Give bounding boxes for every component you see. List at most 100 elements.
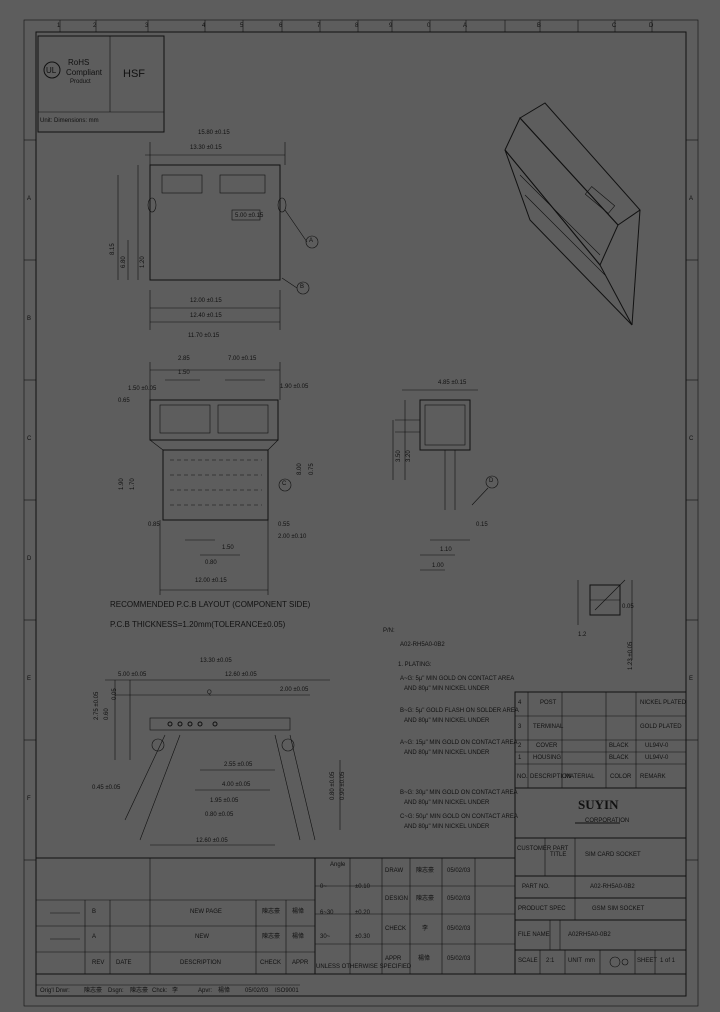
bom-color: BLACK [609, 743, 629, 749]
rev-name: 陳志豪 [262, 909, 281, 915]
notes-pn-label: P/N: [383, 628, 395, 634]
dim-label: 0.45 ±0.05 [92, 785, 121, 791]
footer-dsgn-label: Dsgn: [108, 988, 124, 994]
dim-label: 1.90 ±0.05 [280, 384, 309, 390]
balloon-label: C [282, 481, 287, 487]
rohs-line1: RoHS [68, 58, 90, 67]
partno-label: PART NO. [522, 884, 550, 890]
rohs-line2: Compliant [66, 68, 103, 77]
dim-label: 4.00 ±0.05 [222, 782, 251, 788]
dim-label: 0.05 [622, 604, 634, 610]
plating-line: B~G: 5μ" GOLD FLASH ON SOLDER AREA [400, 708, 519, 714]
dim-label: 13.30 ±0.05 [200, 658, 232, 664]
sign-name: 陳志豪 [416, 868, 435, 874]
balloon-label: D [489, 478, 494, 484]
dim-label: 1.50 [178, 370, 190, 376]
center-mark: Q [207, 690, 212, 696]
bom-desc: TERMINAL [533, 724, 564, 730]
file-value: A02RH5A0-0B2 [568, 932, 611, 938]
plating-line: A~G: 15μ" MIN GOLD ON CONTACT AREA [400, 740, 518, 746]
dim-label: 1.50 ±0.05 [128, 386, 157, 392]
col-mark: 6 [279, 23, 283, 29]
top-view [117, 142, 319, 330]
rev-desc: NEW PAGE [190, 909, 222, 915]
row-mark: E [689, 676, 694, 682]
company-sub: CORPORATION [585, 818, 630, 824]
col-mark: 5 [240, 23, 244, 29]
tol-range: 0~ [320, 884, 327, 890]
row-mark: B [27, 316, 32, 322]
file-label: FILE NAME [518, 932, 550, 938]
dim-label: 0.85 [148, 522, 160, 528]
sign-date: 05/02/03 [447, 956, 471, 962]
pcb-subtitle: P.C.B THICKNESS=1.20mm(TOLERANCE±0.05) [110, 620, 286, 629]
dim-label: 2.00 ±0.10 [278, 534, 307, 540]
dim-label: 2.00 ±0.05 [280, 687, 309, 693]
footer-appr: 楊偉 [218, 988, 231, 994]
front-view [149, 362, 292, 595]
dim-label: 12.60 ±0.05 [225, 672, 257, 678]
rev-mark: A [92, 934, 97, 940]
sheet-label: SHEET [637, 958, 658, 964]
dim-label: 12.00 ±0.15 [190, 298, 222, 304]
row-mark: A [689, 196, 694, 202]
detail-view [577, 579, 633, 660]
dim-label: 0.90 ±0.05 [340, 771, 346, 800]
dim-label: 1.50 [222, 545, 234, 551]
bom-remark: UL94V-0 [645, 755, 669, 761]
dim-label: 8.00 [297, 463, 303, 475]
unless-note: UNLESS OTHERWISE SPECIFIED [316, 964, 412, 970]
dim-label: 1.23 ±0.05 [628, 641, 634, 670]
rev-header-chk: CHECK [260, 960, 282, 966]
dim-label: 13.30 ±0.15 [190, 145, 222, 151]
dim-label: 11.70 ±0.15 [188, 333, 220, 339]
sign-role: DRAW [385, 868, 404, 874]
plating-line: AND 80μ" MIN NICKEL UNDER [404, 718, 490, 724]
sign-role: DESIGN [385, 896, 409, 902]
row-mark: E [27, 676, 32, 682]
plating-line: C~G: 50μ" MIN GOLD ON CONTACT AREA [400, 814, 518, 820]
pcb-layout [105, 679, 341, 846]
dim-label: 0.75 [309, 463, 315, 475]
dim-label: 1.00 [432, 563, 444, 569]
bom-desc: HOUSING [533, 755, 562, 761]
bom-no: 1 [518, 755, 522, 761]
rev-mark: B [92, 909, 97, 915]
rev-appr: 楊偉 [292, 909, 305, 915]
dim-label: 0.65 [118, 398, 130, 404]
rev-header-date: DATE [116, 960, 132, 966]
col-mark: 1 [57, 23, 61, 29]
notes-pn: A02-RH5A0-0B2 [400, 642, 445, 648]
footer-chk: 李 [172, 988, 179, 994]
bom-header-mat: MATERIAL [565, 774, 595, 780]
sign-date: 05/02/03 [447, 868, 471, 874]
row-mark: D [27, 556, 32, 562]
dim-label: 0.80 [205, 560, 217, 566]
balloon-label: B [300, 284, 305, 290]
dim-label: 8.15 [110, 243, 116, 255]
rev-header-desc: DESCRIPTION [180, 960, 222, 966]
scale-value: 2:1 [546, 958, 555, 964]
rev-header-mark: REV [92, 960, 105, 966]
sign-date: 05/02/03 [447, 896, 471, 902]
footer-chk-label: Chck: [152, 988, 168, 994]
unit-label: UNIT [568, 958, 582, 964]
dim-label: 0.80 ±0.05 [205, 812, 234, 818]
ul-mark: UL [46, 66, 57, 75]
sign-name: 李 [422, 926, 429, 932]
plating-line: AND 80μ" MIN NICKEL UNDER [404, 750, 490, 756]
dim-label: 1.70 [130, 478, 136, 490]
unit-note: Unit: Dimensions: mm [40, 118, 99, 124]
dim-label: 0.15 [476, 522, 488, 528]
title-value: SIM CARD SOCKET [585, 852, 641, 858]
bom-header-remark: REMARK [640, 774, 666, 780]
sign-role: APPR [385, 956, 402, 962]
dim-label: 1.20 [140, 256, 146, 268]
footer-orig: 陳志豪 [84, 988, 103, 994]
outer-frame [23, 19, 699, 1007]
hsf-mark: HSF [123, 68, 145, 80]
dim-label: 1.90 [119, 478, 125, 490]
dim-label: 12.60 ±0.05 [196, 838, 228, 844]
bom-no: 3 [518, 724, 522, 730]
bom-desc: COVER [536, 743, 558, 749]
